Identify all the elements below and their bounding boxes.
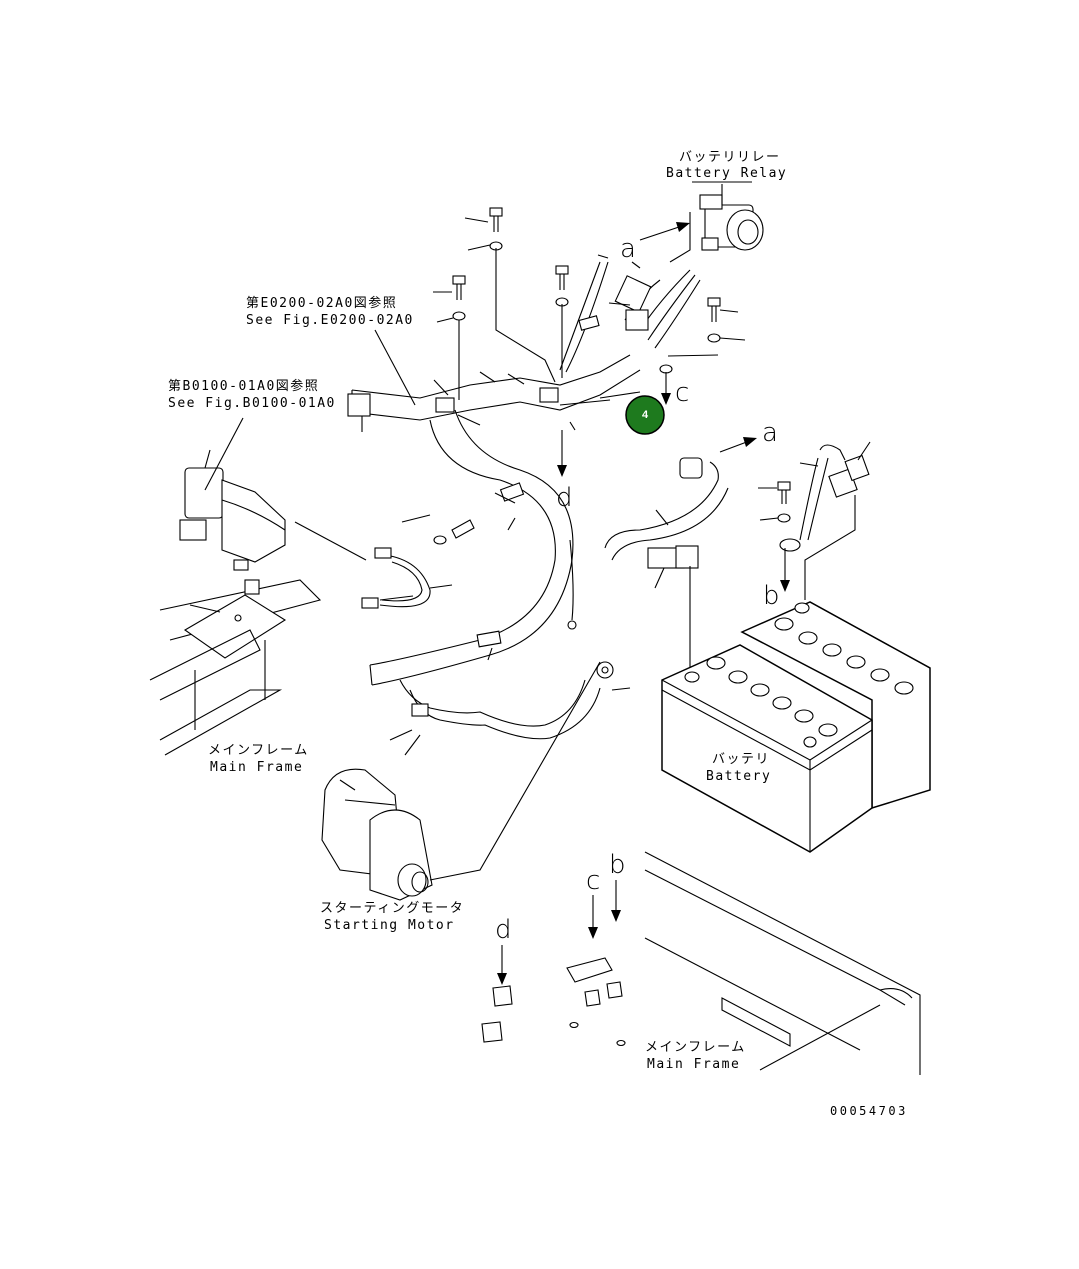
lower-harness [399, 661, 614, 740]
view-letter-a-top: a [620, 234, 636, 264]
view-letter-c-top: c [675, 378, 690, 408]
battery-relay-label-jp: バッテリリレー [679, 150, 781, 165]
ref-b0100-en: See Fig.B0100-01A0 [168, 396, 336, 411]
ref-b0100-jp: 第B0100-01A0図参照 [168, 379, 320, 394]
hardware [433, 207, 791, 1047]
batteries [661, 601, 931, 853]
view-letter-a-right: a [762, 418, 778, 448]
view-letter-d-top: d [556, 483, 573, 513]
battery-label-en: Battery [706, 769, 772, 784]
battery-terminals [684, 602, 914, 748]
main-frame-2-label-en: Main Frame [647, 1057, 741, 1072]
battery-relay [669, 194, 764, 263]
view-letter-b-battery: b [763, 581, 780, 611]
ground-wire [361, 539, 577, 630]
main-frame-label-jp: メインフレーム [208, 743, 309, 758]
main-frame-label-en: Main Frame [210, 760, 304, 775]
main-frame-2-label-jp: メインフレーム [645, 1040, 746, 1055]
relay-wires [559, 254, 701, 373]
main-frame-left [149, 579, 322, 756]
battery-relay-label-en: Battery Relay [666, 166, 788, 181]
starting-motor [321, 768, 433, 901]
ref-e0200-en: See Fig.E0200-02A0 [246, 313, 414, 328]
battery-label-jp: バッテリ [712, 752, 771, 767]
view-letter-d-bottom: d [495, 915, 512, 945]
leader-lines [189, 217, 871, 881]
view-letter-c-bottom: c [586, 866, 601, 896]
view-arrows [497, 222, 790, 985]
view-letter-b-bottom: b [609, 850, 626, 880]
ref-e0200-jp: 第E0200-02A0図参照 [246, 296, 398, 311]
label-leaders [692, 181, 752, 205]
main-harness-pipe [347, 354, 641, 686]
callout-number[interactable]: 4 [641, 409, 649, 421]
starting-motor-label-en: Starting Motor [324, 918, 455, 933]
battery-cables [604, 444, 870, 670]
drawing-number: 00054703 [830, 1104, 908, 1118]
engine-component [179, 449, 286, 571]
starting-motor-label-jp: スターティングモータ [320, 901, 465, 916]
callout-circle[interactable] [625, 395, 665, 435]
main-frame-right [644, 851, 921, 1075]
